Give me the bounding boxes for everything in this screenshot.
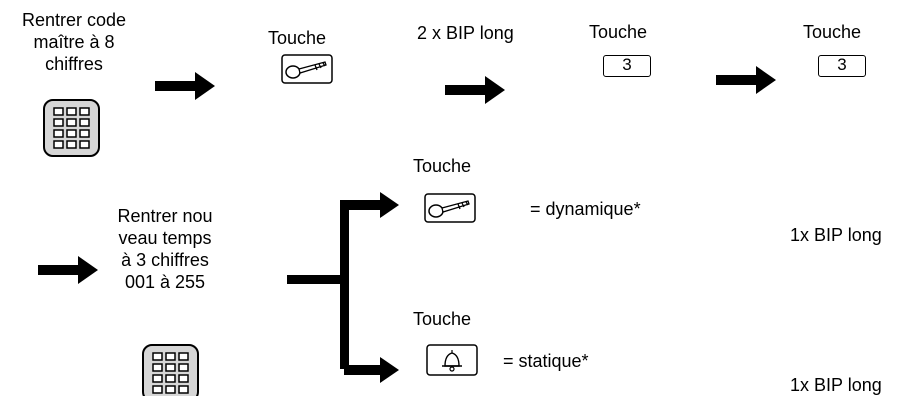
step6-line4: 001 à 255 bbox=[124, 272, 206, 292]
right-arrow-icon bbox=[716, 66, 776, 94]
step4-label: Touche bbox=[589, 22, 648, 42]
keypad-icon bbox=[43, 99, 100, 157]
branch-bottom-label: Touche bbox=[413, 309, 472, 329]
key-icon bbox=[281, 54, 333, 84]
step6-line3: à 3 chiffres bbox=[121, 250, 209, 270]
branch-connector-horizontal bbox=[287, 275, 344, 284]
branch-connector-vertical bbox=[340, 200, 349, 369]
right-arrow-icon bbox=[38, 256, 98, 284]
step5-label: Touche bbox=[803, 22, 862, 42]
right-arrow-icon bbox=[155, 72, 215, 100]
branch-top-result: = dynamique* bbox=[530, 199, 641, 219]
branch-bottom-result: = statique* bbox=[503, 351, 589, 371]
step4-digit-key: 3 bbox=[603, 55, 651, 77]
step5-digit-key: 3 bbox=[818, 55, 866, 77]
step2-label: Touche bbox=[268, 28, 327, 48]
step6-instruction: Rentrer nou veau temps à 3 chiffres 001 … bbox=[85, 205, 245, 293]
keypad-icon bbox=[142, 344, 199, 396]
right-arrow-icon bbox=[344, 192, 399, 218]
step1-line3: chiffres bbox=[45, 54, 103, 74]
bell-icon bbox=[426, 344, 478, 376]
branch-bottom-feedback: 1x BIP long bbox=[790, 375, 882, 395]
step6-line1: Rentrer nou bbox=[117, 206, 213, 226]
right-arrow-icon bbox=[344, 357, 399, 383]
step6-line2: veau temps bbox=[118, 228, 212, 248]
step1-line2: maître à 8 bbox=[33, 32, 115, 52]
branch-top-feedback: 1x BIP long bbox=[790, 225, 882, 245]
branch-top-label: Touche bbox=[413, 156, 472, 176]
key-icon bbox=[424, 193, 476, 223]
step1-instruction: Rentrer code maître à 8 chiffres bbox=[0, 9, 148, 75]
step1-line1: Rentrer code bbox=[21, 10, 127, 30]
right-arrow-icon bbox=[445, 76, 505, 104]
step3-label: 2 x BIP long bbox=[417, 23, 514, 43]
